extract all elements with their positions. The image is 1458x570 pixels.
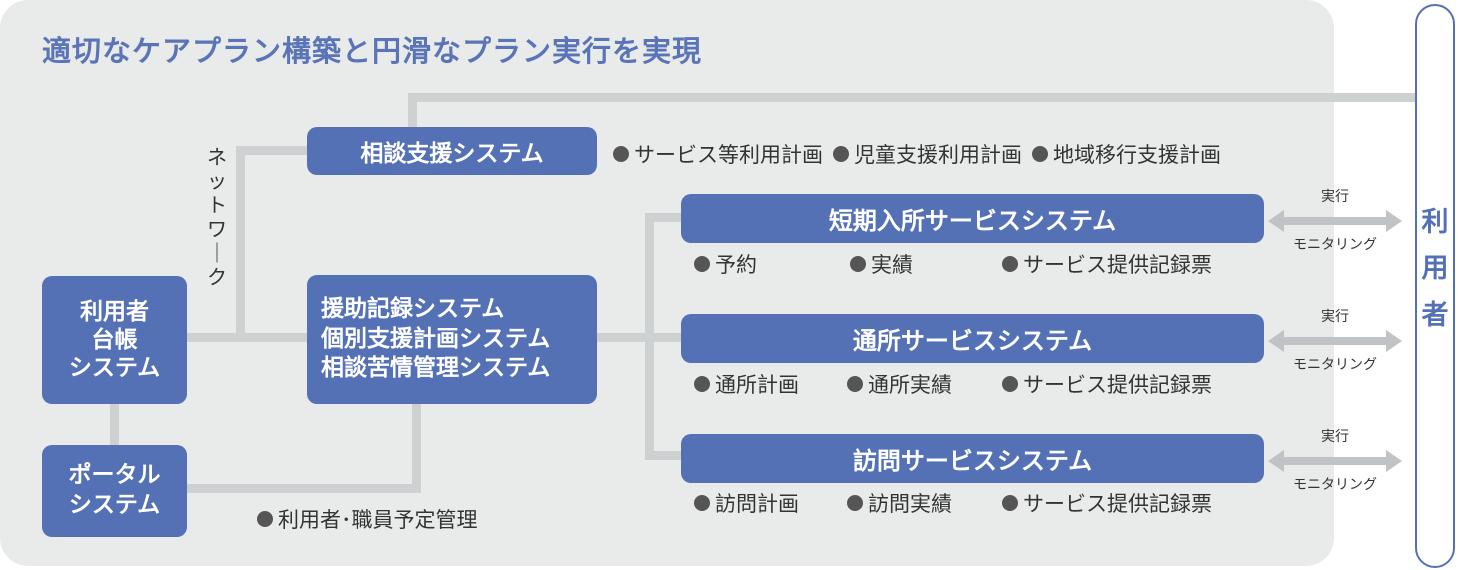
connector-line [412, 403, 421, 493]
connector-line [186, 333, 308, 342]
monitoring-label: モニタリング [1293, 357, 1377, 373]
monitoring-label: モニタリング [1293, 237, 1377, 253]
vertical-char: ネ [207, 145, 227, 169]
bullet-item: 予約 [694, 249, 850, 279]
entry-system-label: 個別支援計画システム [321, 325, 551, 352]
visit-service-system-label: 訪問サービスシステム [852, 447, 1093, 475]
double-arrow-icon [1268, 450, 1402, 472]
bullet-item: サービス提供記録票 [1002, 249, 1212, 279]
bullet-item: 地域移行支援計画 [1032, 139, 1221, 169]
visit-service-bullets: 訪問計画 訪問実績 サービス提供記録票 [694, 488, 1212, 518]
user-ledger-label: 利用者 [80, 298, 149, 325]
user-ledger-label: 台帳 [91, 326, 138, 353]
bullet-item: 児童支援利用計画 [833, 139, 1022, 169]
connector-line [645, 333, 682, 342]
soudan-system-label: 相談支援システム [360, 141, 544, 167]
bullet-item: 訪問計画 [694, 488, 847, 518]
day-service-system-box: 通所サービスシステム [681, 314, 1264, 363]
visit-service-system-box: 訪問サービスシステム [681, 434, 1264, 483]
vertical-char: 利 [1421, 207, 1449, 238]
double-arrow-icon [1268, 330, 1402, 352]
network-label: ネットワ｜ク [205, 145, 229, 289]
entry-systems-box: 援助記録システム 個別支援計画システム 相談苦情管理システム [307, 275, 597, 404]
execute-monitor-arrow-day-service: 実行 モニタリング [1268, 306, 1402, 376]
bullet-item: 通所計画 [694, 369, 847, 399]
double-arrow-icon [1268, 210, 1402, 232]
entry-system-label: 援助記録システム [321, 296, 505, 323]
day-service-bullets: 通所計画 通所実績 サービス提供記録票 [694, 369, 1212, 399]
connector-line [236, 146, 308, 155]
bullet-item: サービス提供記録票 [1002, 488, 1212, 518]
soudan-system-box: 相談支援システム [307, 127, 597, 175]
diagram-title: 適切なケアプラン構築と円滑なプラン実行を実現 [42, 34, 703, 68]
execute-monitor-arrow-visit-service: 実行 モニタリング [1268, 426, 1402, 496]
bullet-item: 通所実績 [847, 369, 1002, 399]
user-label: 利用者 [1415, 200, 1455, 339]
soudan-bullets: サービス等利用計画 児童支援利用計画 地域移行支援計画 [613, 139, 1221, 169]
short-stay-bullets: 予約 実績 サービス提供記録票 [694, 249, 1212, 279]
vertical-char: 者 [1421, 299, 1449, 331]
bullet-item: サービス提供記録票 [1002, 369, 1212, 399]
connector-line [597, 333, 654, 342]
user-ledger-label: システム [68, 355, 161, 382]
portal-system-box: ポータル システム [42, 445, 187, 537]
execute-monitor-arrow-short-stay: 実行 モニタリング [1268, 186, 1402, 256]
portal-system-label: ポータル [68, 462, 161, 489]
short-stay-system-box: 短期入所サービスシステム [681, 194, 1264, 243]
entry-system-label: 相談苦情管理システム [321, 355, 551, 382]
user-bar [1415, 4, 1455, 568]
vertical-char: ク [207, 265, 227, 289]
connector-line [645, 451, 682, 460]
bullet-item: 訪問実績 [847, 488, 1002, 518]
bullet-item: 利用者･職員予定管理 [257, 504, 478, 534]
day-service-system-label: 通所サービスシステム [852, 327, 1093, 355]
execute-label: 実行 [1321, 429, 1349, 445]
vertical-char: 用 [1421, 253, 1449, 285]
bullet-item: サービス等利用計画 [613, 139, 823, 169]
short-stay-system-label: 短期入所サービスシステム [828, 207, 1117, 235]
execute-label: 実行 [1321, 189, 1349, 205]
vertical-char: ワ [207, 217, 227, 241]
vertical-char: ッ [207, 169, 227, 193]
connector-line [408, 93, 417, 128]
vertical-char: ト [207, 193, 227, 217]
vertical-char: ｜ [207, 241, 227, 265]
connector-line [110, 403, 119, 446]
execute-label: 実行 [1321, 309, 1349, 325]
connector-line [408, 93, 1418, 102]
connector-line [186, 484, 421, 493]
bullet-item: 実績 [850, 249, 1002, 279]
portal-system-label: システム [68, 492, 161, 518]
connector-line [236, 146, 245, 338]
connector-line [645, 213, 682, 222]
monitoring-label: モニタリング [1293, 477, 1377, 493]
user-ledger-box: 利用者 台帳 システム [42, 276, 187, 404]
portal-bullets: 利用者･職員予定管理 [257, 504, 478, 534]
